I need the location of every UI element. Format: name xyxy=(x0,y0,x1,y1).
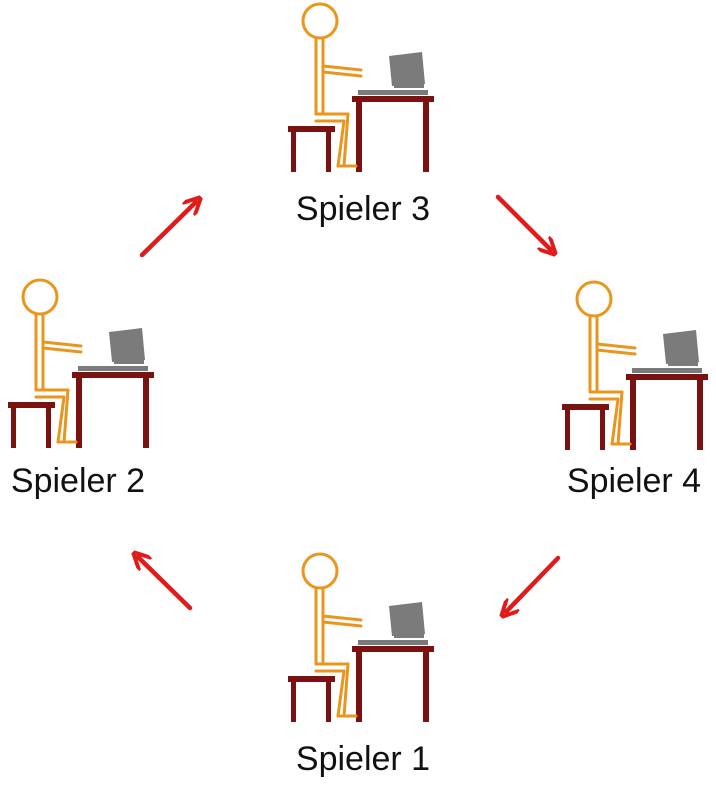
arrow-icon xyxy=(495,194,551,250)
player-4: Spieler 4 xyxy=(560,280,710,500)
arrow-icon xyxy=(139,202,196,258)
player-3: Spieler 3 xyxy=(286,2,436,228)
arrow-icon xyxy=(506,555,561,612)
player-1: Spieler 1 xyxy=(286,552,436,778)
player-2: Spieler 2 xyxy=(6,278,156,500)
arrows xyxy=(138,194,561,612)
player-4-label: Spieler 4 xyxy=(567,462,701,500)
player-1-label: Spieler 1 xyxy=(296,740,430,778)
arrow-icon xyxy=(138,557,193,611)
player-2-label: Spieler 2 xyxy=(11,462,145,500)
player-3-label: Spieler 3 xyxy=(296,190,430,228)
